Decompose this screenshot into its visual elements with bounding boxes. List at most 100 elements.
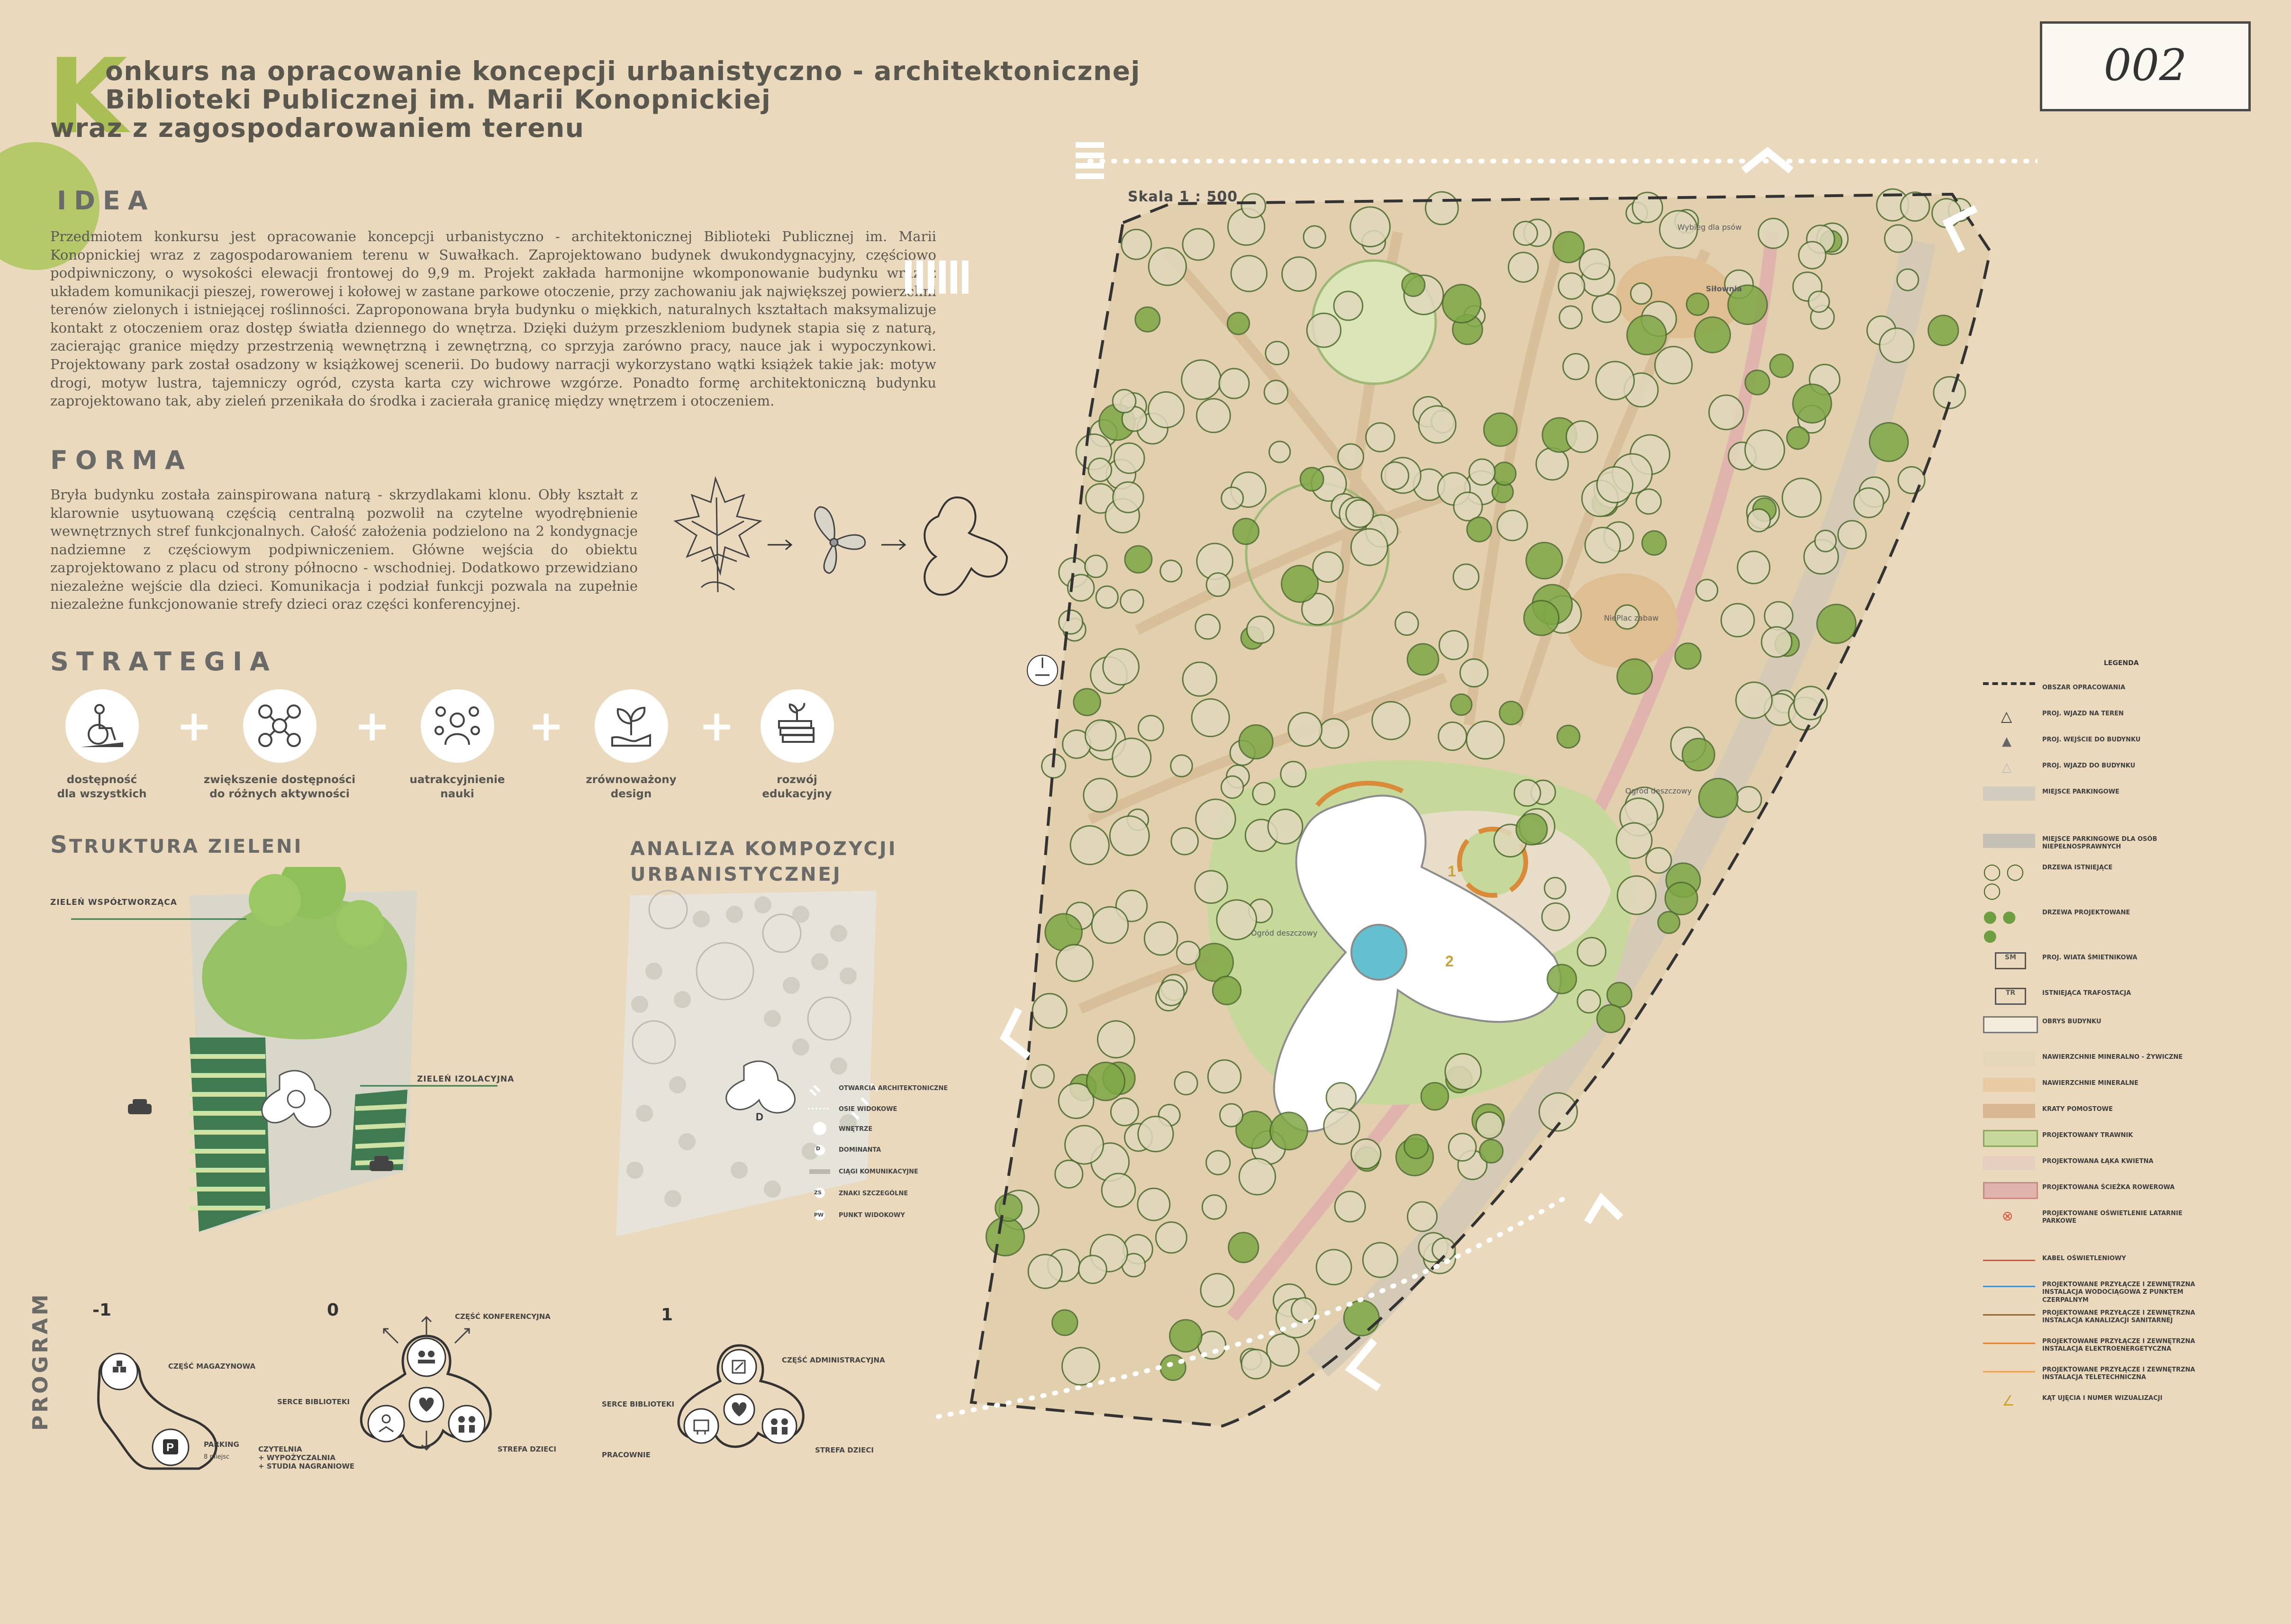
tree xyxy=(1535,447,1569,481)
legend-label: MIEJSCE PARKINGOWE DLA OSÓB NIEPEŁNOSPRA… xyxy=(2042,836,2157,851)
tree xyxy=(1744,370,1770,396)
analiza-legend-5: CIĄGI KOMUNIKACYJNE xyxy=(839,1168,918,1175)
legend-swatch xyxy=(1983,1104,2035,1118)
plus-sign: + xyxy=(699,701,735,751)
tree xyxy=(1218,368,1250,399)
tree xyxy=(1207,1059,1242,1094)
tree xyxy=(1350,528,1388,566)
tree xyxy=(1418,405,1457,444)
tree xyxy=(1113,442,1145,474)
pedestrian-bike-sign-icon xyxy=(1027,655,1058,686)
idea-text: Przedmiotem konkursu jest opracowanie ko… xyxy=(50,228,936,409)
tree xyxy=(1078,1254,1107,1284)
tree xyxy=(1241,1349,1272,1380)
tree xyxy=(1547,964,1577,994)
tree xyxy=(1241,193,1267,218)
tree xyxy=(1055,944,1094,982)
tree xyxy=(1616,875,1657,915)
strategy-label-5b: edukacyjny xyxy=(762,787,832,800)
analiza-heading-2: URBANISTYCZNEJ xyxy=(630,864,842,885)
tree xyxy=(1087,457,1113,482)
legend-swatch xyxy=(1983,1078,2035,1092)
tree xyxy=(1228,1232,1259,1263)
tree xyxy=(1566,420,1598,453)
idea-accent-circle xyxy=(0,142,100,270)
tree xyxy=(1615,822,1653,859)
legend-swatch: ∠ xyxy=(2002,1393,2015,1409)
tree xyxy=(1927,315,1959,346)
map-label-ogrod-1: Ogród deszczowy xyxy=(1625,786,1692,795)
legend-swatch xyxy=(1983,1182,2038,1199)
analiza-legend-2: OSIE WIDOKOWE xyxy=(839,1106,897,1113)
site-plan: 2 1 xyxy=(905,142,2037,1428)
tree xyxy=(1318,718,1349,749)
tree xyxy=(1205,572,1231,597)
struktura-heading-initial: S xyxy=(50,831,70,858)
tree xyxy=(1401,272,1426,297)
tree xyxy=(1793,686,1828,721)
tree xyxy=(1695,578,1719,602)
tree xyxy=(1097,1020,1135,1059)
tree xyxy=(1515,813,1548,846)
tree xyxy=(1281,256,1317,292)
tree xyxy=(1814,530,1837,552)
tree xyxy=(1483,412,1518,447)
legend-swatch xyxy=(1983,1371,2035,1387)
plus-sign: + xyxy=(176,701,212,751)
analiza-legend-1: OTWARCIA ARCHITEKTONICZNE xyxy=(839,1085,948,1092)
tree xyxy=(1159,559,1183,583)
tree xyxy=(1659,210,1698,249)
tree xyxy=(1584,527,1621,564)
board-number: 002 xyxy=(2103,40,2187,90)
arrow-icon xyxy=(881,539,906,550)
tree xyxy=(1507,252,1539,283)
tree xyxy=(1708,394,1744,431)
tree xyxy=(1303,225,1326,249)
tree xyxy=(1109,815,1150,856)
tree xyxy=(1466,516,1493,542)
tree xyxy=(1781,478,1822,518)
children-icon xyxy=(771,1418,788,1435)
children-icon xyxy=(458,1416,475,1433)
tree xyxy=(1431,1237,1456,1262)
tree xyxy=(1466,721,1505,760)
tree xyxy=(1499,701,1523,725)
communication-symbol xyxy=(809,1169,830,1174)
tree xyxy=(1158,979,1185,1006)
tree xyxy=(1879,327,1915,363)
tree xyxy=(1556,724,1581,749)
legend-swatch xyxy=(1983,682,2035,699)
library-building xyxy=(1273,794,1562,1132)
tree xyxy=(1073,688,1101,716)
tree xyxy=(1058,1083,1095,1119)
tree xyxy=(1182,228,1215,261)
tree xyxy=(1525,541,1563,579)
analiza-heading: ANALIZA KOMPOZYCJI URBANISTYCZNEJ xyxy=(630,836,897,887)
tree xyxy=(1897,466,1926,494)
tree xyxy=(1735,786,1762,813)
tree xyxy=(1362,1242,1398,1278)
tree xyxy=(1596,1004,1626,1033)
prog-serce-0: SERCE BIBLIOTEKI xyxy=(277,1398,350,1406)
lighting-line xyxy=(936,159,2037,1419)
tree xyxy=(1737,550,1771,585)
tree xyxy=(1757,217,1789,249)
tree xyxy=(1091,906,1129,944)
strategy-item-accessibility: dostępność dla wszystkich xyxy=(21,689,182,802)
tree xyxy=(1562,353,1590,380)
legend-label: PROJEKTOWANE PRZYŁĄCZE I ZEWNĘTRZNA INST… xyxy=(2042,1281,2195,1304)
tree xyxy=(1444,1053,1482,1091)
prog-konferencyjna: CZĘŚĆ KONFERENCYJNA xyxy=(455,1312,551,1321)
analiza-legend-symbols xyxy=(808,1085,830,1220)
tree xyxy=(1220,775,1244,799)
strategy-label-1b: dla wszystkich xyxy=(57,787,147,800)
tree xyxy=(995,1193,1023,1222)
tree xyxy=(1698,777,1739,819)
prog-administracyjna: CZĘŚĆ ADMINISTRACYJNA xyxy=(782,1356,885,1364)
strategy-item-sustainable: zrównoważony design xyxy=(551,689,712,802)
tree xyxy=(1816,604,1857,644)
legend-label: ISTNIEJĄCA TRAFOSTACJA xyxy=(2042,990,2131,997)
legend-title: LEGENDA xyxy=(2104,659,2139,667)
tree xyxy=(1101,1173,1136,1208)
tree xyxy=(1195,798,1236,840)
